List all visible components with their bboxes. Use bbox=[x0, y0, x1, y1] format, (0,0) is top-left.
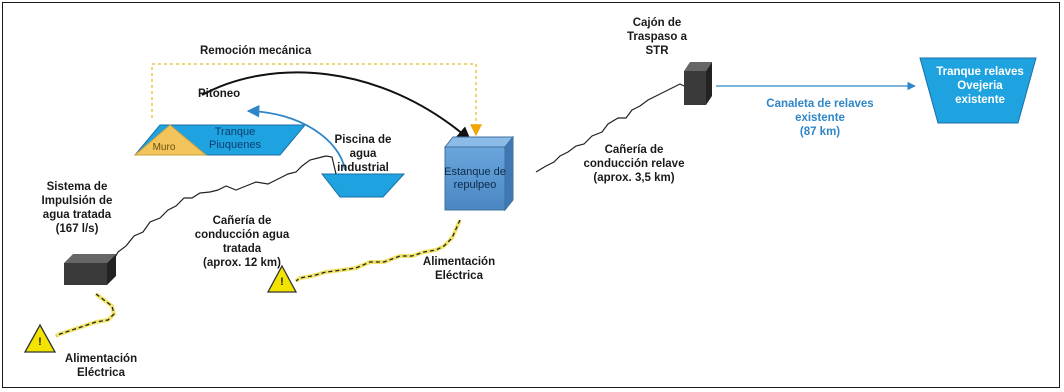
impulsion-box bbox=[64, 254, 116, 285]
pitoneo-arrow bbox=[201, 71, 472, 141]
warning-symbol-2: ! bbox=[280, 276, 284, 288]
diagram-frame bbox=[2, 2, 1060, 388]
remocion-path bbox=[151, 63, 482, 137]
warning-triangle-icon bbox=[23, 323, 57, 353]
pitoneo-label: Pitoneo bbox=[198, 88, 241, 100]
estanque-box bbox=[443, 135, 515, 212]
warning-symbol-1: ! bbox=[38, 336, 42, 348]
cajon-box bbox=[684, 62, 712, 105]
muro-label: Muro bbox=[152, 142, 176, 153]
piscina-shape bbox=[320, 173, 406, 198]
electric-line-1-dash bbox=[55, 293, 115, 337]
caneria-relave-line bbox=[535, 83, 685, 173]
warning-triangle-icon bbox=[266, 264, 298, 293]
recirculation-arrow bbox=[246, 104, 346, 171]
electric-line-1 bbox=[55, 292, 117, 338]
remocion-label: Remoción mecánica bbox=[200, 45, 312, 57]
muro-shape bbox=[133, 124, 208, 156]
electric-line-2-dash bbox=[295, 219, 461, 282]
caneria-agua-line bbox=[109, 155, 337, 267]
tranque-ovejeria-shape bbox=[919, 57, 1037, 124]
